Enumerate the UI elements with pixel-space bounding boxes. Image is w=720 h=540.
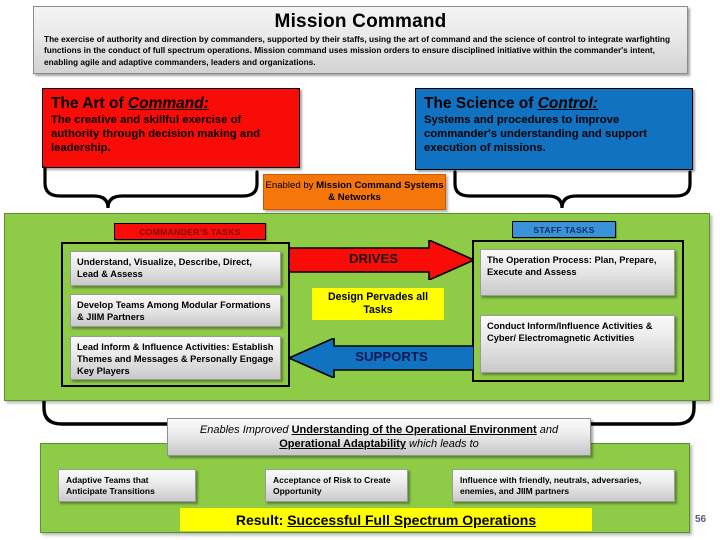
enables-strong-1: Understanding of the Operational Environ…: [291, 423, 537, 436]
drives-arrow-label: DRIVES: [348, 251, 399, 266]
enables-lead: Enables Improved: [199, 423, 292, 436]
outcome-card-3[interactable]: Influence with friendly, neutrals, adver…: [452, 469, 675, 502]
commanders-tasks-tag: COMMANDER'S TASKS: [114, 223, 266, 240]
supports-arrow: SUPPORTS: [287, 336, 475, 380]
staff-tasks-tag: STAFF TASKS: [512, 221, 616, 238]
mission-command-header: Mission Command The exercise of authorit…: [33, 6, 688, 74]
art-of-command-heading: The Art of Command:: [51, 94, 291, 113]
result-lead: Result:: [235, 511, 288, 528]
art-heading-lead: The Art of: [51, 95, 128, 112]
commander-task-card-1[interactable]: Understand, Visualize, Describe, Direct,…: [70, 251, 281, 286]
enabled-by-box: Enabled by Mission Command Systems & Net…: [263, 174, 446, 210]
design-pervades-box: Design Pervades all Tasks: [312, 288, 444, 320]
science-of-control-body: Systems and procedures to improve comman…: [424, 114, 647, 155]
enabled-strong: Mission Command Systems & Networks: [316, 179, 444, 204]
enables-mid: and: [536, 423, 559, 436]
mission-command-definition: The exercise of authority and direction …: [44, 34, 671, 67]
commander-task-card-3[interactable]: Lead Inform & Influence Activities: Esta…: [70, 336, 281, 380]
science-heading-lead: The Science of: [424, 95, 538, 112]
science-heading-emphasis: Control:: [537, 95, 598, 112]
page-title: Mission Command: [274, 11, 447, 32]
supports-arrow-shape: [287, 336, 475, 380]
art-of-command-body: The creative and skillful exercise of au…: [51, 114, 261, 155]
drives-arrow-shape: [288, 238, 476, 282]
page-number: 56: [695, 514, 707, 525]
enabled-by-text: Enabled by Mission Command Systems & Net…: [264, 180, 445, 205]
staff-task-card-2[interactable]: Conduct Inform/Influence Activities & Cy…: [480, 315, 675, 373]
enables-improved-box: Enables Improved Understanding of the Op…: [167, 418, 591, 456]
drives-arrow: DRIVES: [288, 238, 476, 282]
art-heading-emphasis: Command:: [127, 95, 209, 112]
commander-task-card-2[interactable]: Develop Teams Among Modular Formations &…: [70, 294, 281, 327]
enables-strong-2: Operational Adaptability: [279, 438, 406, 450]
science-of-control-box: The Science of Control: Systems and proc…: [415, 88, 693, 170]
enables-tail: which leads to: [405, 438, 479, 450]
enables-improved-text: Enables Improved Understanding of the Op…: [168, 423, 590, 452]
design-pervades-text: Design Pervades all Tasks: [327, 291, 429, 316]
art-of-command-box: The Art of Command: The creative and ski…: [42, 88, 300, 168]
outcome-card-1[interactable]: Adaptive Teams that Anticipate Transitio…: [58, 469, 196, 502]
brace-left: [43, 166, 259, 209]
supports-arrow-label: SUPPORTS: [355, 349, 428, 364]
result-strong: Successful Full Spectrum Operations: [287, 511, 537, 528]
brace-right: [453, 170, 692, 209]
science-of-control-heading: The Science of Control:: [424, 94, 684, 113]
result-box: Result: Successful Full Spectrum Operati…: [180, 508, 592, 531]
enabled-lead: Enabled by: [265, 179, 317, 191]
staff-task-card-1[interactable]: The Operation Process: Plan, Prepare, Ex…: [480, 249, 675, 296]
result-text: Result: Successful Full Spectrum Operati…: [236, 512, 536, 528]
outcome-card-2[interactable]: Acceptance of Risk to Create Opportunity: [265, 469, 408, 502]
